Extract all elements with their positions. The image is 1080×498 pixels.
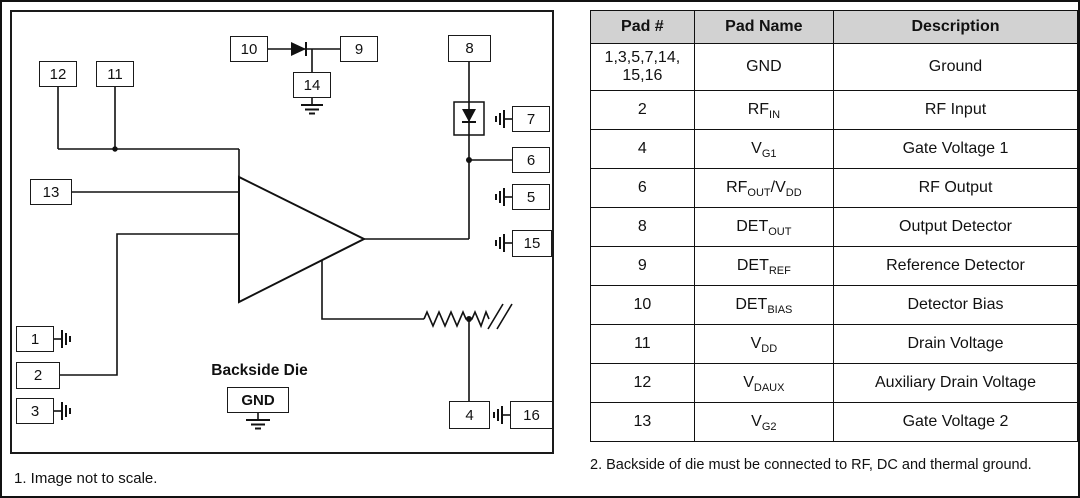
pad-name-cell: VDAUX (693, 363, 834, 403)
pad-description-cell: Gate Voltage 1 (832, 129, 1078, 169)
pad-name-cell: VG2 (693, 402, 834, 442)
pad-name-cell: VG1 (693, 129, 834, 169)
pad-1: 1 (16, 326, 54, 352)
backside-die-label: Backside Die (211, 362, 308, 379)
wires (57, 48, 512, 401)
backside-gnd-box: GND (227, 387, 289, 413)
pad-description-cell: Ground (832, 43, 1078, 91)
pad-description-cell: Detector Bias (832, 285, 1078, 325)
pad-number-cell: 13 (590, 402, 695, 442)
pad-13: 13 (30, 179, 72, 205)
pad-name-cell: RFOUT/VDD (693, 168, 834, 208)
footnote-2: 2. Backside of die must be connected to … (590, 457, 1032, 473)
pad-description-cell: RF Output (832, 168, 1078, 208)
pad-5: 5 (512, 184, 550, 210)
pad-description-cell: Auxiliary Drain Voltage (832, 363, 1078, 403)
pad-name-cell: DETBIAS (693, 285, 834, 325)
ground-icon (495, 110, 512, 128)
ground-icon (246, 413, 270, 430)
diode-icon (291, 42, 307, 56)
pad-14: 14 (293, 72, 331, 98)
pad-description-cell: Drain Voltage (832, 324, 1078, 364)
pad-15: 15 (512, 230, 552, 257)
rf-break-icon (487, 303, 513, 330)
pad-7: 7 (512, 106, 550, 132)
pad-6: 6 (512, 147, 550, 173)
pad-name-cell: DETREF (693, 246, 834, 286)
pad-4: 4 (449, 401, 490, 429)
pad-number-cell: 9 (590, 246, 695, 286)
junction-dot (112, 146, 472, 322)
pad-name-cell: VDD (693, 324, 834, 364)
pad-3: 3 (16, 398, 54, 424)
ground-icon (54, 402, 71, 420)
pad-12: 12 (39, 61, 77, 87)
column-header-pad-name: Pad Name (693, 10, 834, 44)
column-header-description: Description (832, 10, 1078, 44)
pad-description-cell: Gate Voltage 2 (832, 402, 1078, 442)
pad-description-cell: Output Detector (832, 207, 1078, 247)
ground-icon (301, 98, 323, 115)
pad-name-cell: GND (693, 43, 834, 91)
column-header-pad-number: Pad # (590, 10, 695, 44)
resistor-icon (423, 309, 490, 329)
pad-2: 2 (16, 362, 60, 389)
pad-description-cell: Reference Detector (832, 246, 1078, 286)
ground-icon (493, 406, 510, 424)
pad-description-cell: RF Input (832, 90, 1078, 130)
pad-number-cell: 1,3,5,7,14, 15,16 (590, 43, 695, 91)
pad-number-cell: 11 (590, 324, 695, 364)
pad-9: 9 (340, 36, 378, 62)
pad-number-cell: 8 (590, 207, 695, 247)
pad-table: Pad # Pad Name Description 1,3,5,7,14, 1… (590, 10, 1078, 442)
table-header-row: Pad # Pad Name Description (590, 10, 1078, 44)
ground-icon (495, 234, 512, 252)
pad-10: 10 (230, 36, 268, 62)
schematic-wiring (54, 42, 513, 430)
pad-16: 16 (510, 401, 553, 429)
diode-icon (453, 101, 485, 136)
ground-icon (495, 188, 512, 206)
schematic-frame (10, 10, 554, 454)
pad-number-cell: 2 (590, 90, 695, 130)
pad-number-cell: 12 (590, 363, 695, 403)
pad-name-cell: RFIN (693, 90, 834, 130)
amplifier-triangle (238, 175, 367, 304)
pad-8: 8 (448, 35, 491, 62)
pad-number-cell: 4 (590, 129, 695, 169)
ground-icon (54, 330, 71, 348)
footnote-1: 1. Image not to scale. (14, 470, 158, 487)
pad-number-cell: 10 (590, 285, 695, 325)
pad-11: 11 (96, 61, 134, 87)
pad-number-cell: 6 (590, 168, 695, 208)
pad-name-cell: DETOUT (693, 207, 834, 247)
